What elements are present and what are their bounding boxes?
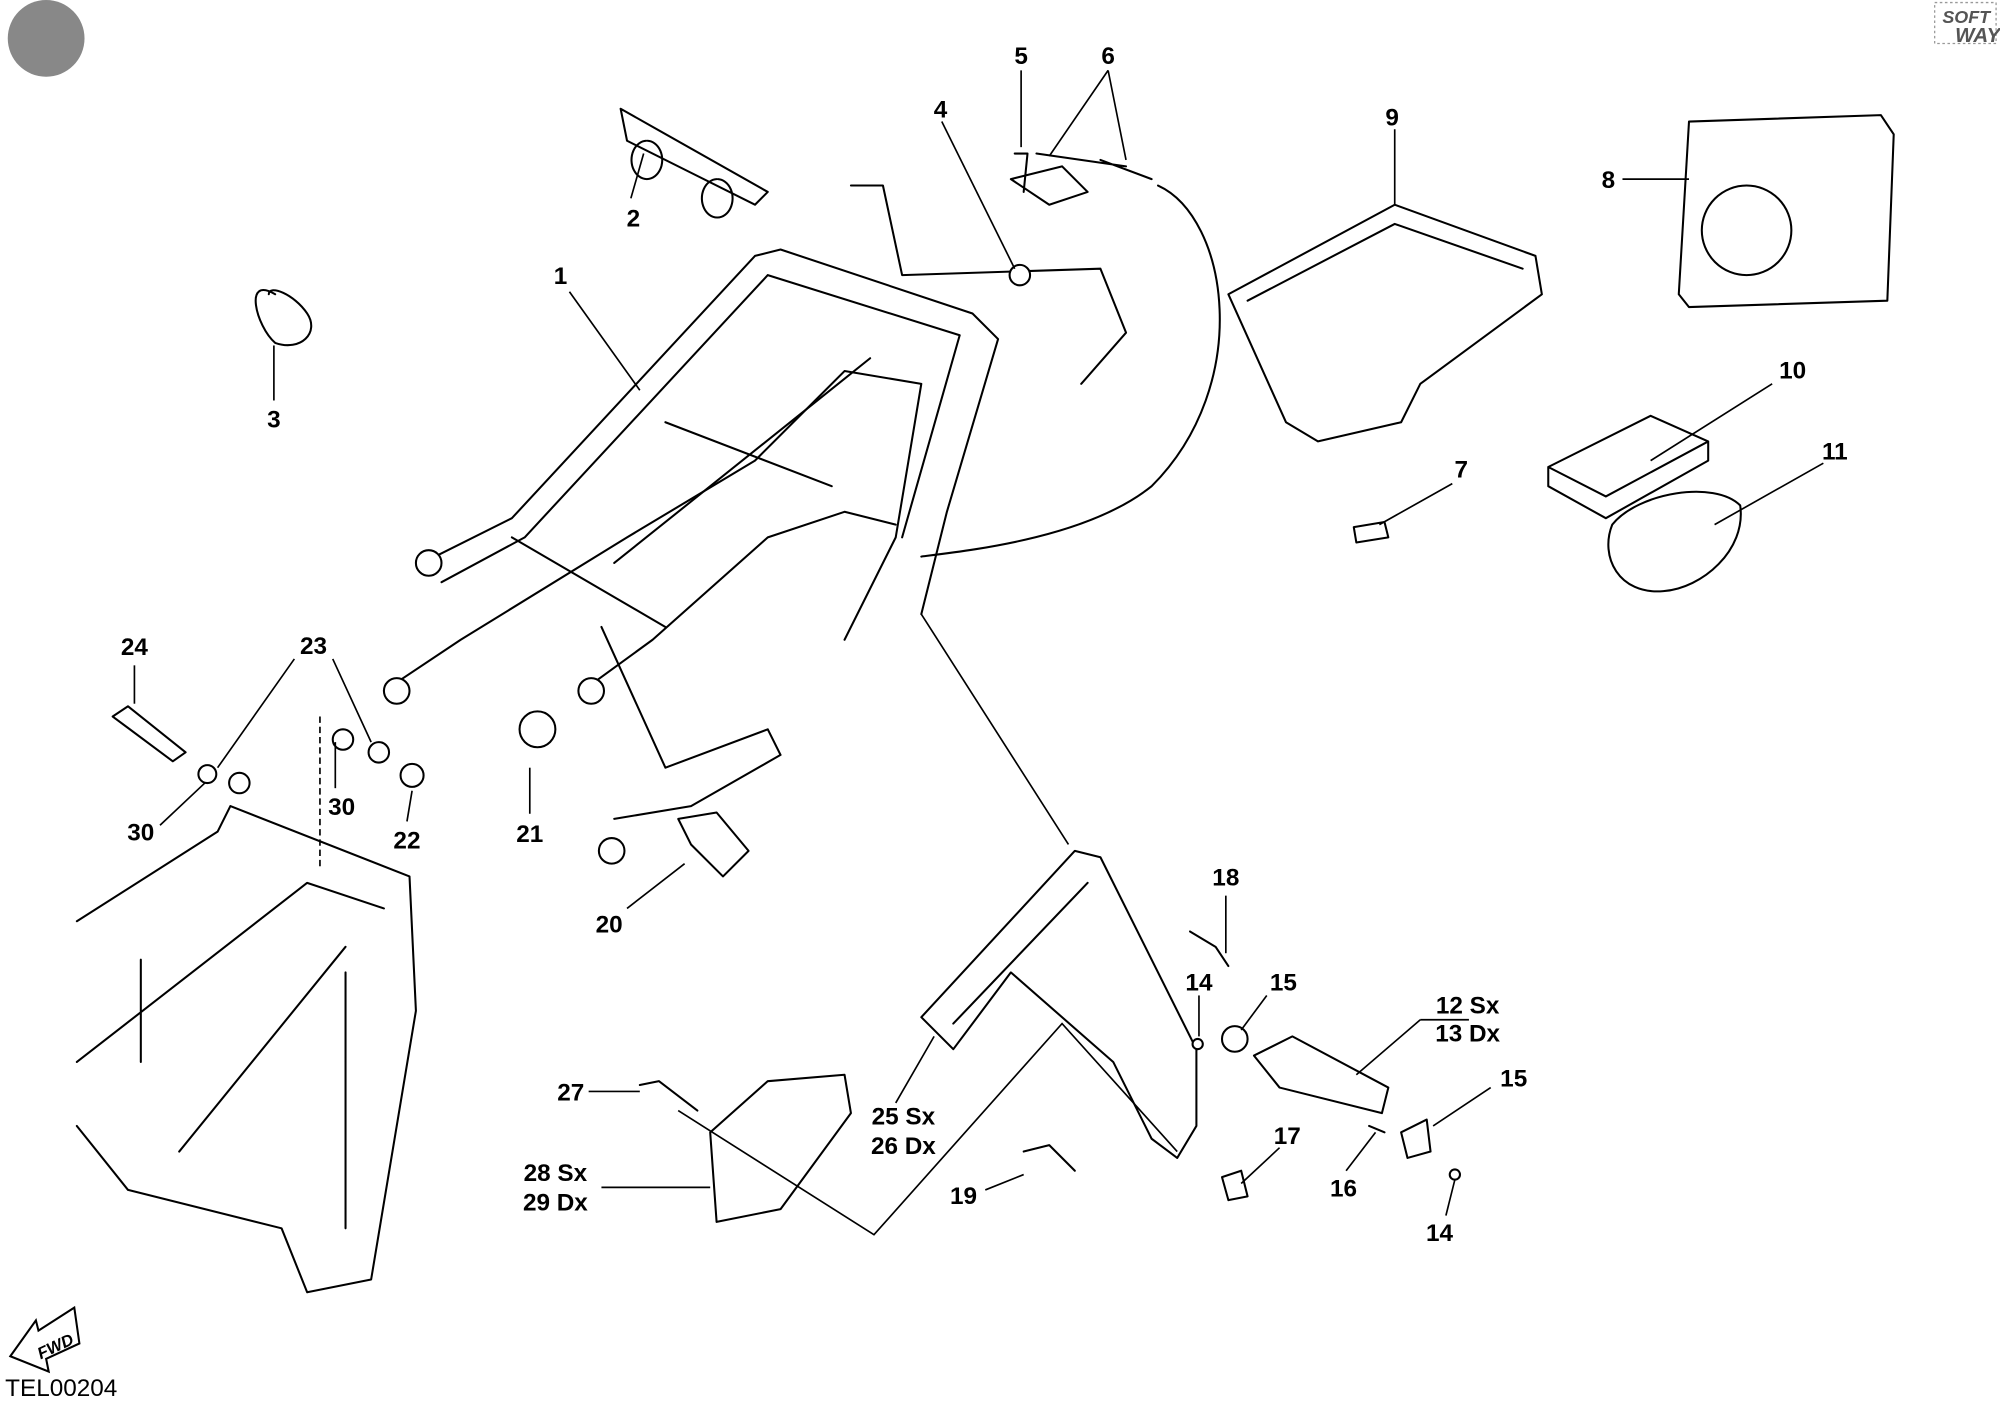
- callout-30: 30: [328, 794, 355, 821]
- callout-18: 18: [1212, 864, 1239, 891]
- callout-13: 13 Dx: [1435, 1021, 1500, 1048]
- fwd-arrow-icon: FWD: [8, 1305, 81, 1374]
- callout-4: 4: [934, 97, 948, 124]
- callout-6: 6: [1101, 43, 1115, 70]
- tray: [1227, 203, 1543, 443]
- callout-8: 8: [1602, 167, 1616, 194]
- main-frame: [75, 805, 417, 1294]
- callout-10: 10: [1779, 358, 1806, 385]
- bracket: [619, 107, 769, 219]
- callout-27: 27: [557, 1079, 584, 1106]
- callout-29: 29 Dx: [523, 1189, 588, 1216]
- callout-14: 14: [1426, 1220, 1454, 1247]
- callout-16: 16: [1330, 1175, 1357, 1202]
- manual: [1547, 414, 1710, 520]
- callout-5: 5: [1014, 43, 1028, 70]
- callout-7: 7: [1454, 456, 1468, 483]
- svg-text:SOFT: SOFT: [1942, 7, 1992, 27]
- footpeg-bracket: [920, 849, 1198, 1159]
- footpeg: [1252, 1035, 1390, 1115]
- callout-20: 20: [596, 912, 623, 939]
- heel-guard: [709, 1073, 852, 1223]
- svg-text:WAY: WAY: [1955, 24, 2000, 47]
- tool-bag: [1607, 490, 1742, 593]
- callout-labels: 1 2 3 4 5 6 7 8 9 10 11 12 Sx 13 Dx 14 1…: [121, 43, 1848, 1247]
- callout-15: 15: [1270, 969, 1297, 996]
- cover: [1677, 114, 1895, 309]
- drawing-code: TEL00204: [5, 1375, 117, 1402]
- callout-12: 12 Sx: [1436, 992, 1500, 1019]
- callout-24: 24: [121, 634, 149, 661]
- softway-logo: SOFT WAY: [1934, 1, 2000, 47]
- rear-subframe: [382, 184, 1128, 865]
- callout-14: 14: [1185, 969, 1213, 996]
- clamp: [254, 289, 313, 347]
- callout-19: 19: [950, 1183, 977, 1210]
- callout-9: 9: [1385, 104, 1399, 131]
- callout-17: 17: [1274, 1123, 1301, 1150]
- callout-11: 11: [1822, 438, 1848, 465]
- callout-25: 25 Sx: [872, 1104, 936, 1131]
- callout-15: 15: [1500, 1065, 1527, 1092]
- leader-lines: [133, 69, 1824, 1236]
- callout-2: 2: [627, 205, 641, 232]
- callout-23: 23: [300, 633, 327, 660]
- callout-26: 26 Dx: [871, 1133, 936, 1160]
- callout-22: 22: [393, 827, 420, 854]
- callout-21: 21: [516, 821, 543, 848]
- callout-30: 30: [127, 820, 154, 847]
- callout-1: 1: [554, 263, 568, 290]
- corner-disc-icon: [7, 0, 85, 77]
- callout-3: 3: [267, 406, 281, 433]
- callout-28: 28 Sx: [524, 1160, 588, 1187]
